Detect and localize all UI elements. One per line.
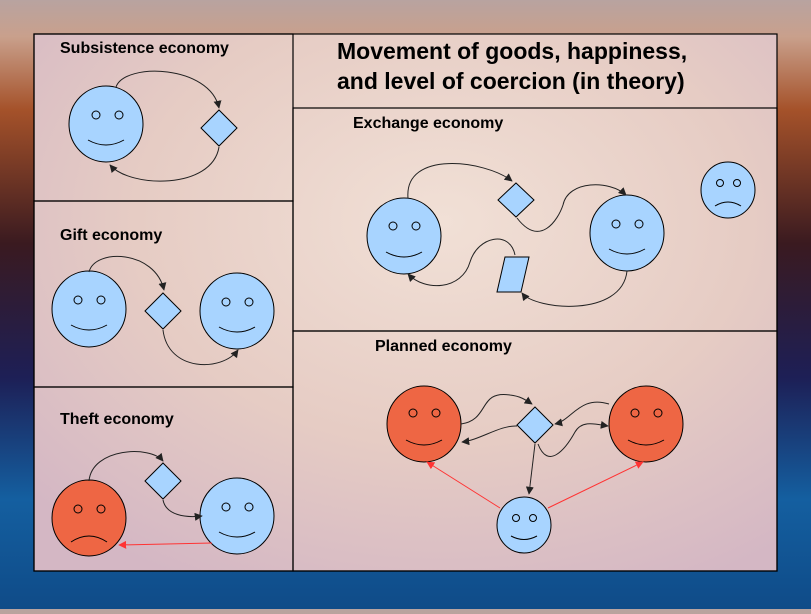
goods-flow-arrow xyxy=(162,499,203,521)
planned-diagram xyxy=(386,385,684,554)
coercion-arrow xyxy=(547,461,644,509)
panel-label-planned: Planned economy xyxy=(375,338,512,355)
goods-diamond-icon xyxy=(200,109,238,147)
goods-flow-arrow xyxy=(162,329,239,366)
money-flow-arrow xyxy=(521,270,628,307)
goods-flow-arrow xyxy=(516,184,627,232)
money-parallelogram-icon xyxy=(496,256,530,293)
panel-label-gift: Gift economy xyxy=(60,227,163,244)
coerced-face-icon xyxy=(386,385,462,463)
title-line-1: Movement of goods, happiness, xyxy=(337,38,688,64)
title-line-2: and level of coercion (in theory) xyxy=(337,68,685,94)
coercion-arrow xyxy=(118,540,213,549)
goods-flow-arrow xyxy=(525,443,536,495)
gift-diagram xyxy=(51,255,275,366)
happy-face-icon xyxy=(51,270,127,348)
panel-label-subsistence: Subsistence economy xyxy=(60,40,229,57)
subsistence-diagram xyxy=(68,70,238,182)
panel-label-exchange: Exchange economy xyxy=(353,115,504,132)
goods-flow-arrow xyxy=(460,393,533,425)
goods-flow-arrow xyxy=(115,70,222,109)
happy-face-icon xyxy=(199,272,275,350)
goods-flow-arrow xyxy=(88,255,167,291)
sad-face-icon xyxy=(700,161,756,219)
goods-flow-arrow xyxy=(88,451,164,482)
goods-flow-arrow xyxy=(537,420,609,457)
happy-face-icon xyxy=(589,194,665,272)
happy-face-icon xyxy=(366,197,442,275)
goods-diamond-icon xyxy=(497,182,535,218)
exchange-diagram xyxy=(366,161,756,307)
sad-face-icon xyxy=(51,479,127,557)
goods-flow-arrow xyxy=(109,146,220,182)
panel-label-theft: Theft economy xyxy=(60,411,174,428)
goods-flow-arrow xyxy=(554,401,610,427)
goods-flow-arrow xyxy=(461,425,518,446)
happy-face-icon xyxy=(68,85,144,163)
money-flow-arrow xyxy=(407,238,516,287)
goods-flow-arrow xyxy=(407,163,513,199)
goods-diamond-icon xyxy=(144,462,182,500)
coercion-arrow xyxy=(426,461,501,509)
planner-face-icon xyxy=(496,496,552,554)
theft-diagram xyxy=(51,451,275,557)
coerced-face-icon xyxy=(608,385,684,463)
goods-diamond-icon xyxy=(516,406,554,444)
panel-planned xyxy=(292,330,778,572)
diagram-title: Movement of goods, happiness, and level … xyxy=(337,36,757,96)
goods-diamond-icon xyxy=(144,292,182,330)
